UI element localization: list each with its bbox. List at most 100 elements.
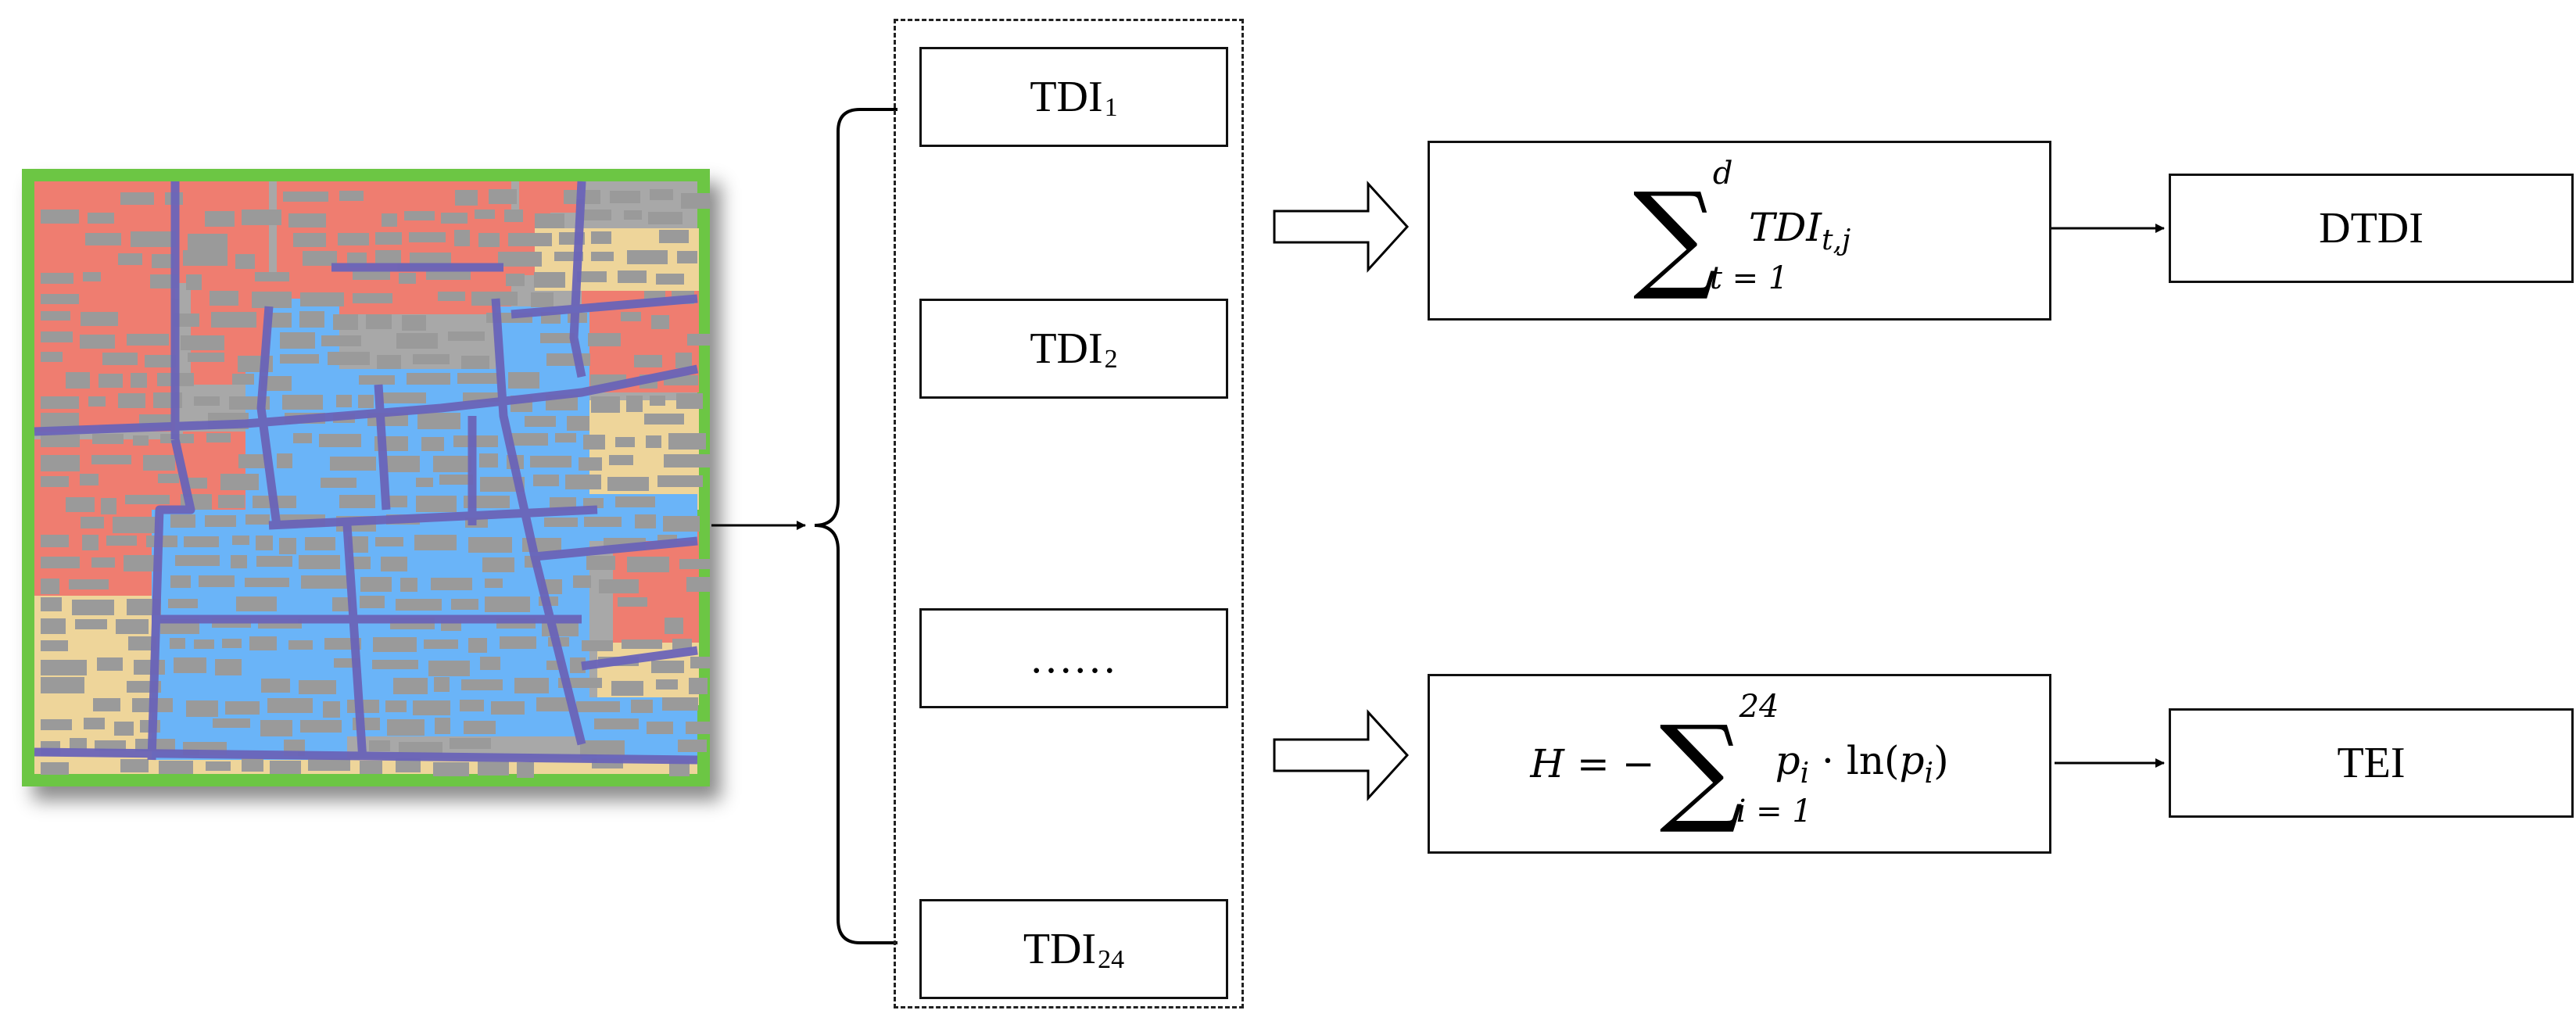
- building: [634, 355, 662, 367]
- result-dtdi-label: DTDI: [2319, 204, 2424, 253]
- building: [349, 557, 371, 569]
- building: [455, 190, 478, 206]
- building: [385, 700, 407, 712]
- building: [576, 210, 611, 220]
- building: [293, 433, 312, 443]
- building: [69, 579, 109, 589]
- building: [194, 639, 214, 649]
- building: [348, 536, 368, 553]
- building: [280, 332, 315, 349]
- building: [184, 536, 219, 547]
- building: [451, 599, 478, 610]
- building: [174, 657, 206, 673]
- building: [339, 191, 364, 201]
- building: [188, 234, 228, 250]
- sum-lower-tei: i = 1: [1736, 794, 1812, 829]
- building: [509, 433, 548, 446]
- building: [70, 738, 87, 750]
- building: [102, 353, 138, 365]
- building: [283, 192, 328, 202]
- building: [131, 231, 176, 247]
- building: [584, 517, 622, 527]
- building: [242, 758, 263, 772]
- building: [238, 454, 265, 468]
- building: [84, 718, 105, 729]
- building: [656, 274, 684, 285]
- building: [321, 335, 361, 346]
- building: [205, 211, 235, 227]
- building: [648, 212, 683, 224]
- building: [231, 555, 247, 568]
- building: [41, 352, 63, 362]
- building: [530, 456, 571, 468]
- building: [635, 514, 656, 528]
- block-arrow-bottom: [1273, 709, 1410, 801]
- building: [450, 738, 491, 749]
- building: [360, 761, 382, 774]
- building: [461, 356, 489, 369]
- building: [321, 478, 356, 488]
- tdi-box-ellipsis-label: ……: [1029, 633, 1117, 682]
- building: [41, 476, 69, 487]
- building: [409, 232, 446, 242]
- building: [91, 557, 115, 568]
- building: [41, 294, 79, 304]
- building: [413, 354, 450, 364]
- building: [375, 537, 403, 546]
- building: [610, 191, 640, 203]
- building: [500, 636, 536, 649]
- building: [689, 678, 708, 694]
- term-tdi: TDIt,j: [1748, 205, 1851, 256]
- building: [114, 722, 134, 736]
- building: [508, 372, 539, 389]
- building: [479, 453, 498, 468]
- building: [647, 722, 673, 734]
- building: [41, 557, 80, 568]
- building: [533, 475, 559, 486]
- building: [145, 355, 176, 367]
- building: [120, 759, 149, 772]
- building: [457, 373, 500, 384]
- curly-brace: [814, 108, 897, 944]
- building: [118, 393, 145, 408]
- building: [183, 250, 228, 266]
- building: [400, 578, 417, 592]
- building: [41, 331, 73, 342]
- building: [582, 640, 613, 651]
- building: [475, 210, 495, 219]
- building: [665, 618, 683, 634]
- building: [681, 193, 710, 209]
- building: [199, 575, 235, 587]
- building: [120, 192, 154, 205]
- building: [206, 433, 231, 442]
- building: [659, 230, 689, 243]
- building: [174, 313, 199, 327]
- building: [300, 720, 342, 733]
- tdi-group: [894, 19, 1244, 1008]
- building: [517, 762, 534, 778]
- building: [256, 556, 292, 567]
- building: [431, 578, 472, 590]
- building: [124, 555, 162, 571]
- building: [399, 742, 442, 754]
- building: [245, 578, 289, 587]
- building: [668, 433, 706, 450]
- building: [646, 435, 661, 448]
- formula-box-dtdi: ∑ d t = 1 TDIt,j: [1428, 141, 2051, 321]
- building: [439, 475, 473, 485]
- building: [588, 333, 621, 346]
- land-use-map: [22, 169, 710, 786]
- building: [106, 536, 137, 546]
- building: [485, 579, 503, 588]
- building: [41, 640, 68, 651]
- building: [252, 292, 292, 308]
- building: [175, 555, 220, 566]
- building: [676, 393, 703, 409]
- building: [381, 392, 426, 403]
- summation-tei: ∑ 24 i = 1: [1659, 689, 1812, 837]
- building: [282, 395, 323, 410]
- building: [267, 313, 292, 328]
- building: [413, 700, 450, 715]
- building: [650, 189, 673, 200]
- building: [242, 210, 281, 225]
